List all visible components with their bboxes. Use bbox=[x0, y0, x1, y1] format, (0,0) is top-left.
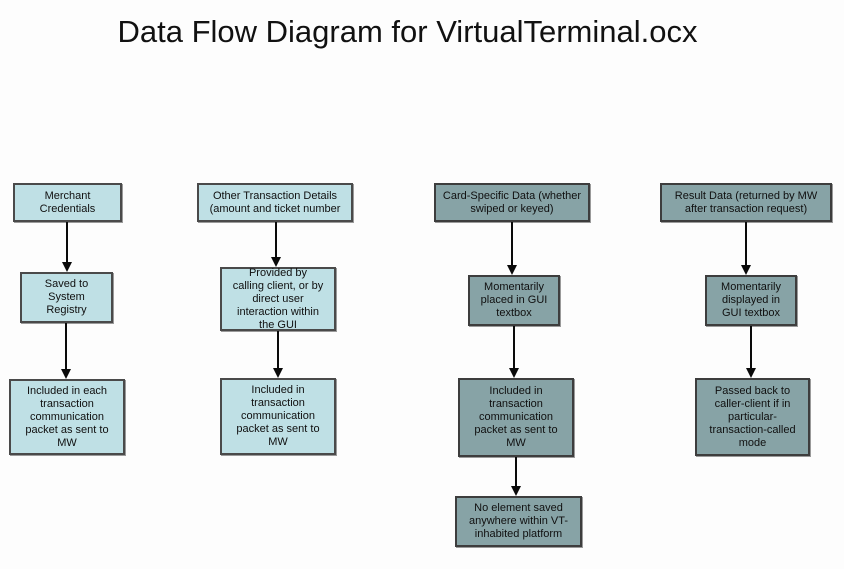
box-label: Saved to System Registry bbox=[44, 278, 89, 316]
flow-arrow bbox=[511, 457, 521, 496]
box-label: Other Transaction Details (amount and ti… bbox=[209, 189, 341, 215]
box-result-data: Result Data (returned by MW after transa… bbox=[660, 183, 832, 222]
arrow-shaft bbox=[275, 222, 277, 259]
box-momentarily-displayed-in-gui-textbox: Momentarily displayed in GUI textbox bbox=[705, 275, 797, 326]
box-included-in-transaction-packet-card: Included in transaction communication pa… bbox=[458, 378, 574, 457]
box-label: Merchant Credentials bbox=[39, 189, 96, 215]
box-label: Included in transaction communication pa… bbox=[474, 385, 558, 449]
diagram-title: Data Flow Diagram for VirtualTerminal.oc… bbox=[117, 14, 698, 49]
flow-arrow bbox=[509, 326, 519, 378]
box-merchant-credentials: Merchant Credentials bbox=[13, 183, 122, 222]
box-momentarily-placed-in-gui-textbox: Momentarily placed in GUI textbox bbox=[468, 275, 560, 326]
box-label: Included in transaction communication pa… bbox=[236, 384, 320, 448]
arrow-head-icon bbox=[507, 265, 517, 275]
arrow-head-icon bbox=[61, 369, 71, 379]
box-included-in-each-packet: Included in each transaction communicati… bbox=[9, 379, 125, 455]
arrow-shaft bbox=[513, 326, 515, 370]
box-label: Provided by calling client, or by direct… bbox=[232, 266, 324, 331]
arrow-head-icon bbox=[741, 265, 751, 275]
arrow-head-icon bbox=[509, 368, 519, 378]
box-other-transaction-details: Other Transaction Details (amount and ti… bbox=[197, 183, 353, 222]
arrow-head-icon bbox=[62, 262, 72, 272]
box-provided-by-calling-client: Provided by calling client, or by direct… bbox=[220, 267, 336, 331]
box-label: Result Data (returned by MW after transa… bbox=[674, 189, 818, 215]
box-label: No element saved anywhere within VT-inha… bbox=[468, 502, 569, 540]
flow-arrow bbox=[741, 222, 751, 275]
arrow-shaft bbox=[511, 222, 513, 267]
arrow-head-icon bbox=[271, 257, 281, 267]
flow-arrow bbox=[62, 222, 72, 272]
flow-arrow bbox=[273, 331, 283, 378]
arrow-shaft bbox=[750, 326, 752, 370]
arrow-head-icon bbox=[273, 368, 283, 378]
arrow-head-icon bbox=[511, 486, 521, 496]
arrow-head-icon bbox=[746, 368, 756, 378]
flow-arrow bbox=[271, 222, 281, 267]
arrow-shaft bbox=[277, 331, 279, 370]
flow-arrow bbox=[507, 222, 517, 275]
box-label: Momentarily placed in GUI textbox bbox=[480, 281, 548, 319]
box-label: Passed back to caller-client if in parti… bbox=[709, 384, 796, 449]
box-passed-back-to-caller-client: Passed back to caller-client if in parti… bbox=[695, 378, 810, 456]
box-no-element-saved: No element saved anywhere within VT-inha… bbox=[455, 496, 582, 547]
arrow-shaft bbox=[65, 323, 67, 371]
arrow-shaft bbox=[745, 222, 747, 267]
arrow-shaft bbox=[66, 222, 68, 264]
box-label: Card-Specific Data (whether swiped or ke… bbox=[442, 189, 582, 215]
flow-arrow bbox=[61, 323, 71, 379]
box-saved-to-system-registry: Saved to System Registry bbox=[20, 272, 113, 323]
box-card-specific-data: Card-Specific Data (whether swiped or ke… bbox=[434, 183, 590, 222]
box-label: Momentarily displayed in GUI textbox bbox=[721, 281, 781, 319]
box-label: Included in each transaction communicati… bbox=[25, 384, 109, 449]
box-included-in-transaction-packet: Included in transaction communication pa… bbox=[220, 378, 336, 455]
arrow-shaft bbox=[515, 457, 517, 488]
flow-arrow bbox=[746, 326, 756, 378]
